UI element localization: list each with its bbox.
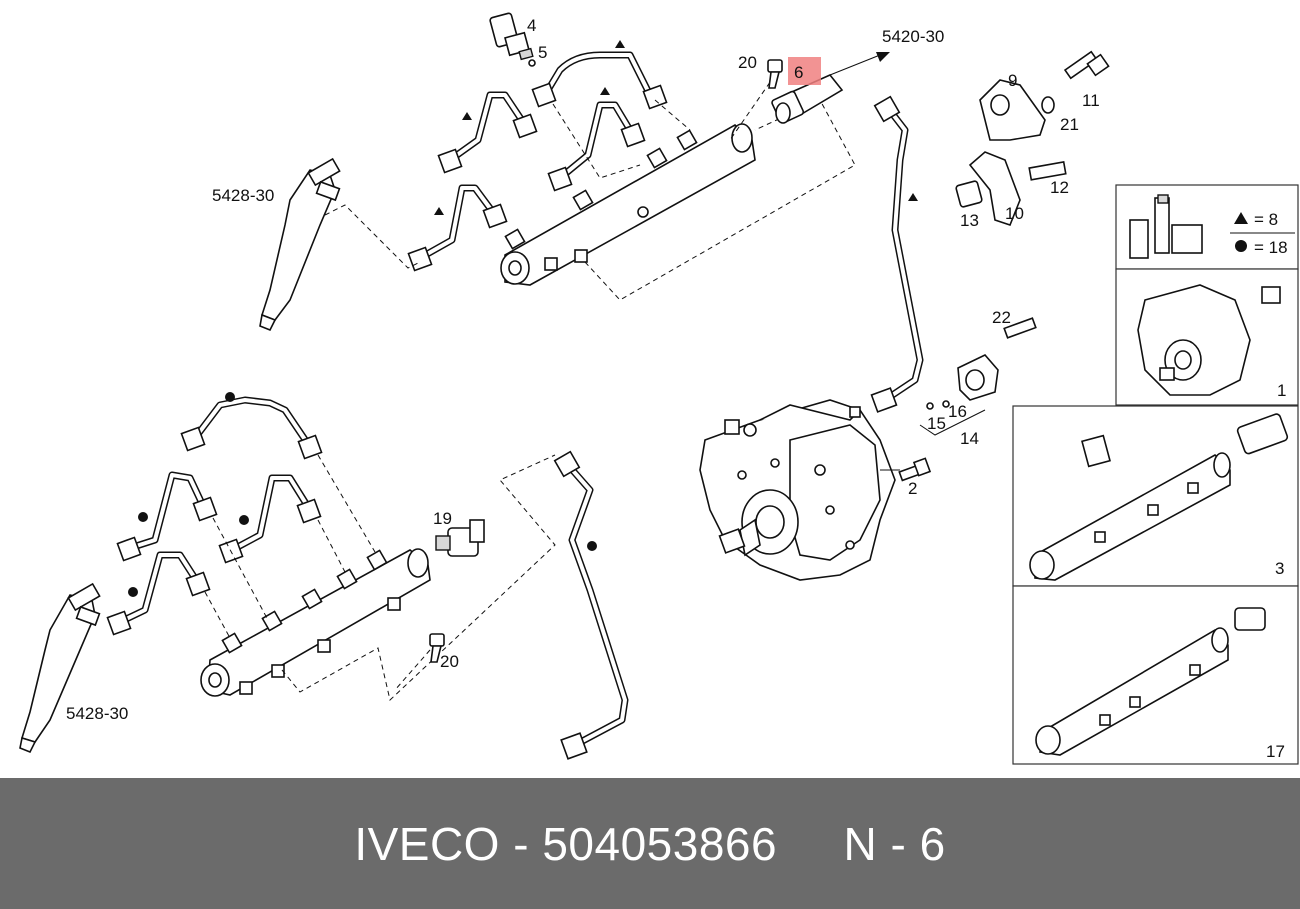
callout-21: 21 xyxy=(1060,115,1079,134)
bottom-fuel-rail xyxy=(200,548,431,697)
callout-4: 4 xyxy=(527,16,536,35)
callout-22: 22 xyxy=(992,308,1011,327)
legend-triangle-qty: = 8 xyxy=(1254,210,1278,229)
callout-17: 17 xyxy=(1266,742,1285,761)
pump-bolt xyxy=(898,457,932,482)
callout-3: 3 xyxy=(1275,559,1284,578)
legend-box xyxy=(1115,184,1299,270)
pressure-sensor-19 xyxy=(435,519,485,557)
inset-pump-box xyxy=(1115,268,1299,406)
callout-10: 10 xyxy=(1005,204,1024,223)
legend-circle-qty: = 18 xyxy=(1254,238,1288,257)
mounting-bracket xyxy=(955,50,1110,226)
inset-rail-box-3 xyxy=(1012,405,1299,587)
callout-15: 15 xyxy=(927,414,946,433)
pressure-relief-valve xyxy=(771,52,890,124)
part-number-caption: IVECO - 504053866 N - 6 xyxy=(354,817,946,870)
callout-1: 1 xyxy=(1277,381,1286,400)
callout-9: 9 xyxy=(1008,71,1017,90)
high-pressure-pump xyxy=(699,399,900,581)
callout-5: 5 xyxy=(538,43,547,62)
callout-6: 6 xyxy=(794,63,803,82)
injector-top xyxy=(259,157,341,332)
top-fuel-rail xyxy=(500,123,756,286)
bottom-rail-pipe xyxy=(553,450,629,760)
caption-bar: IVECO - 504053866 N - 6 xyxy=(0,778,1300,909)
ref-5428-30-top: 5428-30 xyxy=(212,186,274,205)
callout-13: 13 xyxy=(960,211,979,230)
bolt-bottom xyxy=(429,633,445,663)
ref-5420-30: 5420-30 xyxy=(882,27,944,46)
top-injector-pipes xyxy=(407,40,668,272)
bolt-top xyxy=(767,59,783,89)
rail-to-pump-pipe xyxy=(870,95,924,413)
callout-labels: 4 5 6 20 5420-30 5428-30 9 11 21 12 10 1… xyxy=(66,16,1288,761)
ref-5428-30-bottom: 5428-30 xyxy=(66,704,128,723)
parts-diagram: 4 5 6 20 5420-30 5428-30 9 11 21 12 10 1… xyxy=(19,12,1299,765)
callout-11: 11 xyxy=(1082,91,1100,110)
callout-16: 16 xyxy=(948,402,967,421)
pressure-sensor-top xyxy=(489,12,536,67)
callout-2: 2 xyxy=(908,479,917,498)
bottom-injector-pipes xyxy=(106,392,323,636)
callout-20-top: 20 xyxy=(738,53,757,72)
callout-20-bottom: 20 xyxy=(440,652,459,671)
callout-19: 19 xyxy=(433,509,452,528)
injector-bottom xyxy=(19,582,101,754)
callout-14: 14 xyxy=(960,429,979,448)
callout-12: 12 xyxy=(1050,178,1069,197)
pressure-regulator xyxy=(919,317,1037,436)
inset-rail-box-17 xyxy=(1012,585,1299,765)
